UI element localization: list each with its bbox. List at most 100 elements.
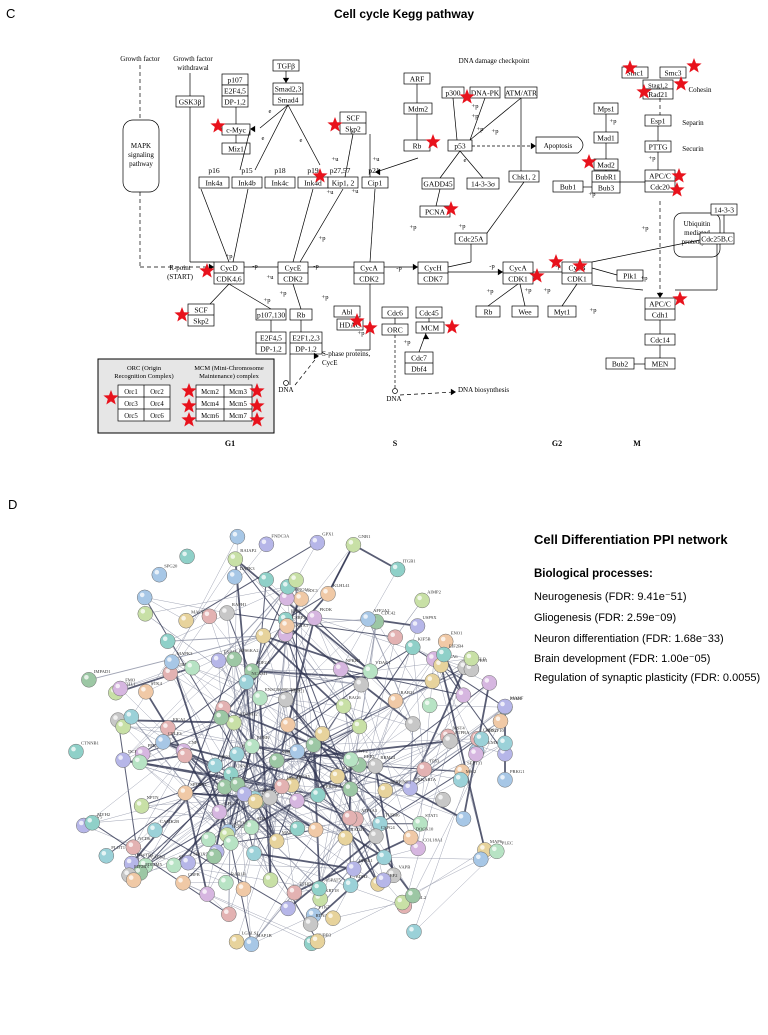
network-edge — [184, 755, 277, 842]
node-label-p107130: p107,130 — [257, 310, 285, 319]
arrow-head — [250, 125, 256, 133]
protein-node: CFL2 — [211, 801, 236, 820]
protein-label: CELF3 — [168, 731, 182, 736]
label-dna_2: DNA — [386, 395, 401, 403]
protein-node-highlight — [178, 878, 183, 883]
protein-label: CAMK2B — [160, 819, 179, 824]
protein-node: MSI2 — [452, 769, 477, 788]
protein-node: MAPK3 — [164, 651, 193, 670]
node-myt1: Myt1 — [547, 305, 577, 318]
protein-node-highlight — [113, 715, 118, 720]
node-label-cdh1: Cdh1 — [652, 310, 669, 319]
protein-label: PLOT1 — [111, 845, 125, 850]
protein-node-highlight — [314, 883, 319, 889]
network-edge — [285, 699, 344, 707]
node-label-gsk3b: GSK3β — [179, 97, 202, 106]
protein-node: ADA — [243, 816, 267, 835]
protein-node-circle — [387, 693, 404, 709]
node-label-cyca: CycA — [360, 263, 378, 272]
protein-label: RBM24 — [380, 755, 396, 760]
label-apoptosis: Apoptosis — [544, 142, 573, 150]
protein-node-highlight — [354, 721, 360, 727]
protein-node-highlight — [231, 936, 237, 942]
node-miz1: Miz1 — [221, 142, 251, 155]
node-label-apcc2: APC/C — [649, 299, 671, 308]
protein-label: BDH2 — [356, 874, 369, 879]
edge-mark: +p — [319, 235, 326, 242]
network-edge — [244, 794, 271, 881]
protein-node-circle — [320, 586, 336, 602]
label-dna_1: DNA — [278, 386, 293, 394]
protein-node-highlight — [163, 723, 168, 728]
protein-label: TWF2 — [356, 749, 369, 754]
protein-label: GPX1 — [322, 532, 334, 537]
network-edge — [370, 658, 472, 672]
protein-node-highlight — [258, 631, 264, 636]
protein-node: ENAH — [210, 650, 237, 669]
edge-mark: +p — [477, 126, 484, 133]
protein-node-highlight — [79, 820, 84, 826]
protein-label: EEF2 — [364, 754, 375, 759]
network-edge — [269, 796, 317, 831]
phase-label-s: S — [393, 439, 398, 448]
protein-node-highlight — [221, 877, 226, 883]
protein-node: MAP1B — [243, 933, 272, 952]
protein-label: OBSL1 — [359, 858, 374, 863]
network-edge — [395, 700, 444, 800]
label-mapk_1: MAPK — [131, 142, 151, 150]
protein-node-highlight — [271, 836, 277, 841]
protein-node — [387, 629, 403, 645]
protein-node-highlight — [101, 851, 107, 856]
protein-node-highlight — [457, 766, 462, 772]
protein-label: ITGB1 — [403, 558, 417, 563]
phase-label-g1: G1 — [225, 439, 235, 448]
protein-node — [421, 697, 438, 714]
network-edge — [251, 579, 267, 747]
protein-node-highlight — [365, 666, 371, 671]
protein-node-highlight — [169, 860, 174, 866]
network-edge — [171, 536, 238, 663]
protein-node — [435, 791, 451, 808]
edge-mark: +p — [410, 224, 417, 231]
network-edge — [291, 784, 346, 838]
node-label-rad21: Rad21 — [648, 90, 668, 99]
node-ink4a: Ink4a — [198, 176, 230, 189]
protein-node-circle — [353, 676, 369, 693]
mcm-cell: Mcm6 — [201, 413, 219, 420]
node-label-cdk2b: CDK2 — [359, 274, 379, 283]
protein-node: AIMP2 — [414, 589, 442, 609]
protein-node-highlight — [309, 613, 315, 618]
node-p107130: p107,130 — [255, 308, 287, 321]
protein-node-circle — [180, 854, 196, 871]
protein-node-highlight — [378, 875, 384, 880]
label-dna_bio: DNA biosynthesis — [458, 386, 509, 394]
protein-label: COL18A1 — [423, 837, 443, 842]
protein-node-highlight — [338, 701, 344, 706]
edge-line — [299, 188, 344, 263]
protein-node-highlight — [476, 734, 482, 739]
protein-node — [235, 881, 252, 897]
star-marker — [686, 58, 702, 73]
protein-label: BAG6 — [349, 695, 362, 700]
protein-node-highlight — [167, 657, 172, 662]
biological-processes-heading: Biological processes: — [534, 568, 653, 580]
network-edge — [225, 797, 271, 883]
protein-label: CBFB — [188, 872, 200, 877]
protein-node-highlight — [249, 848, 254, 854]
protein-node: TP53 — [416, 758, 440, 778]
node-label-cdc14: Cdc14 — [650, 335, 670, 344]
node-label-p2757: p27,57 — [330, 166, 351, 175]
protein-label: VAPB — [399, 864, 411, 869]
network-edge — [429, 705, 506, 708]
protein-node-highlight — [440, 636, 446, 642]
protein-label: EFHD1 — [299, 882, 314, 887]
protein-node-circle — [84, 815, 100, 831]
node-p300: p300 — [441, 86, 465, 99]
protein-node: MYH2 — [84, 812, 111, 831]
protein-label: CORO1C — [292, 587, 310, 592]
star-marker — [312, 168, 328, 183]
edge-line — [228, 283, 272, 310]
protein-node-circle — [278, 691, 294, 708]
protein-label: SPTBN1 — [190, 782, 207, 787]
protein-node — [289, 820, 306, 837]
